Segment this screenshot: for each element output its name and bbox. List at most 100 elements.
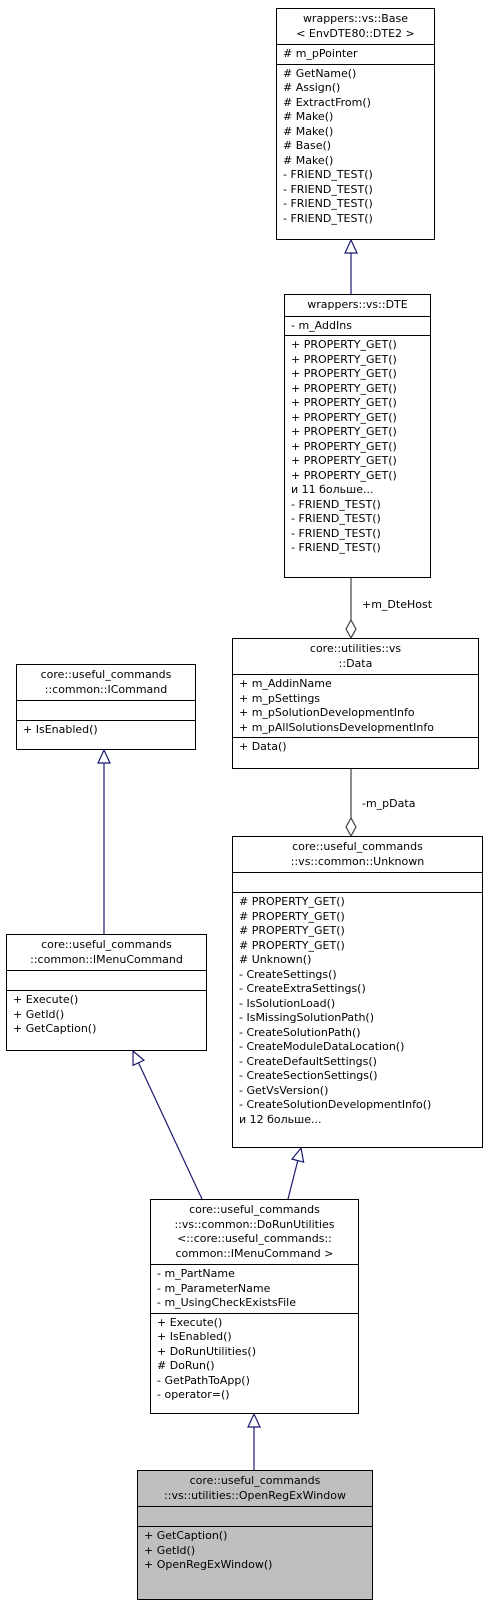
operation-item: - IsSolutionLoad() [239,996,336,1010]
class-box-imenucommand[interactable]: core::useful_commands::common::IMenuComm… [6,934,207,1051]
operations-section: # PROPERTY_GET()# PROPERTY_GET()# PROPER… [233,892,482,1147]
operation-item: # Unknown() [239,953,312,966]
edge-inheritance [97,748,111,934]
class-box-base[interactable]: wrappers::vs::Base< EnvDTE80::DTE2 ># m_… [276,8,435,240]
operations-section: + PROPERTY_GET()+ PROPERTY_GET()+ PROPER… [285,335,430,577]
class-title-line: <::core::useful_commands:: [177,1232,332,1245]
class-title-line: core::useful_commands [40,668,172,681]
class-title: core::useful_commands::vs::utilities::Op… [138,1471,372,1506]
inheritance-arrowhead [247,1412,261,1428]
attribute-item: + m_AddinName [239,677,332,690]
operation-item: # GetName() [283,66,357,80]
operation-item: # Base() [283,139,332,152]
attributes-section [17,700,195,720]
class-title: core::useful_commands::common::IMenuComm… [7,935,206,970]
operation-item: # Make() [283,153,334,167]
operation-item: + IsEnabled() [23,723,98,736]
class-title-line: ::common::ICommand [44,682,168,696]
operation-item: + GetCaption() [13,1022,97,1035]
class-title-line: wrappers::vs::DTE [307,298,408,311]
operation-item: - CreateSolutionPath() [239,1025,361,1039]
attribute-item: # m_pPointer [283,47,358,60]
edge-composition [345,769,357,838]
operation-item: - FRIEND_TEST() [283,182,373,196]
attribute-item: - m_UsingCheckExistsFile [157,1296,297,1309]
operation-item: + PROPERTY_GET() [291,338,397,351]
operation-item: + PROPERTY_GET() [291,367,397,380]
attributes-section [138,1506,372,1526]
edge-inheritance [344,238,358,294]
class-title-line: core::useful_commands [41,938,172,951]
class-title-line: < EnvDTE80::DTE2 > [296,26,415,40]
attributes-section [7,970,206,990]
operation-item: и 11 больше... [291,483,374,496]
class-box-dorun[interactable]: core::useful_commands::vs::common::DoRun… [150,1199,359,1414]
operation-item: - FRIEND_TEST() [283,168,373,181]
operations-section: + Execute()+ GetId()+ GetCaption() [7,990,206,1050]
class-box-icommand[interactable]: core::useful_commands::common::ICommand+… [16,664,196,750]
operation-item: - FRIEND_TEST() [291,541,381,554]
operation-item: + OpenRegExWindow() [144,1558,273,1571]
class-title-line: core::useful_commands [292,840,423,853]
operations-section: # GetName()# Assign()# ExtractFrom()# Ma… [277,63,434,240]
composition-diamond [345,816,357,838]
operation-item: - CreateSolutionDevelopmentInfo() [239,1098,432,1111]
attributes-section: # m_pPointer [277,44,434,64]
operation-item: - CreateExtraSettings() [239,982,366,995]
attributes-section: - m_PartName- m_ParameterName- m_UsingCh… [151,1264,358,1313]
class-title: core::useful_commands::vs::common::Unkno… [233,837,482,872]
class-title: core::useful_commands::vs::common::DoRun… [151,1200,358,1264]
class-title: wrappers::vs::Base< EnvDTE80::DTE2 > [277,9,434,44]
inheritance-arrowhead [344,238,358,254]
operation-item: + Execute() [157,1315,223,1329]
operation-item: # Make() [283,110,334,123]
operations-section: + Data() [233,737,478,768]
edge-label-p-data: -m_pData [362,797,416,810]
operation-item: - FRIEND_TEST() [283,197,373,210]
operation-item: # PROPERTY_GET() [239,909,345,923]
edge-line [137,1062,203,1200]
class-box-unknown[interactable]: core::useful_commands::vs::common::Unkno… [232,836,483,1148]
operation-item: + GetId() [13,1007,65,1021]
class-title-line: ::Data [338,656,373,670]
class-title-line: wrappers::vs::Base [302,12,409,25]
composition-diamond [345,618,357,640]
class-title-line: core::useful_commands [189,1203,320,1216]
class-title: core::utilities::vs::Data [233,639,478,674]
operation-item: - IsMissingSolutionPath() [239,1011,375,1024]
operation-item: - GetVsVersion() [239,1083,329,1097]
operation-item: - CreateDefaultSettings() [239,1054,377,1068]
inheritance-arrowhead [97,748,111,764]
operation-item: + Execute() [13,993,79,1006]
attribute-item: + m_pSolutionDevelopmentInfo [239,706,415,719]
class-title-line: common::IMenuCommand > [175,1246,334,1260]
class-box-dte[interactable]: wrappers::vs::DTE- m_AddIns+ PROPERTY_GE… [284,294,431,578]
operation-item: # Make() [283,124,334,138]
operation-item: + IsEnabled() [157,1330,232,1343]
class-title-line: core::utilities::vs [309,642,402,655]
class-title: core::useful_commands::common::ICommand [17,665,195,700]
operation-item: - CreateSectionSettings() [239,1069,378,1082]
operation-item: + PROPERTY_GET() [291,454,397,467]
operation-item: # PROPERTY_GET() [239,895,345,908]
attribute-item: + m_pAllSolutionsDevelopmentInfo [239,720,434,734]
operation-item: + PROPERTY_GET() [291,425,397,438]
operation-item: - FRIEND_TEST() [283,211,373,225]
operation-item: + PROPERTY_GET() [291,439,397,453]
operations-section: + GetCaption()+ GetId()+ OpenRegExWindow… [138,1526,372,1599]
operation-item: + PROPERTY_GET() [291,468,397,482]
edge-composition [345,578,357,640]
operation-item: - GetPathToApp() [157,1373,250,1387]
operation-item: # Assign() [283,81,341,94]
operation-item: - FRIEND_TEST() [291,512,381,525]
class-box-openregex[interactable]: core::useful_commands::vs::utilities::Op… [137,1470,373,1600]
class-title-line: ::vs::utilities::OpenRegExWindow [164,1488,346,1502]
operation-item: + Data() [239,740,287,753]
class-box-data[interactable]: core::utilities::vs::Data+ m_AddinName+ … [232,638,479,769]
operation-item: # ExtractFrom() [283,95,371,109]
operation-item: - operator=() [157,1388,230,1401]
attribute-item: - m_AddIns [291,318,352,332]
operation-item: + PROPERTY_GET() [291,410,397,424]
